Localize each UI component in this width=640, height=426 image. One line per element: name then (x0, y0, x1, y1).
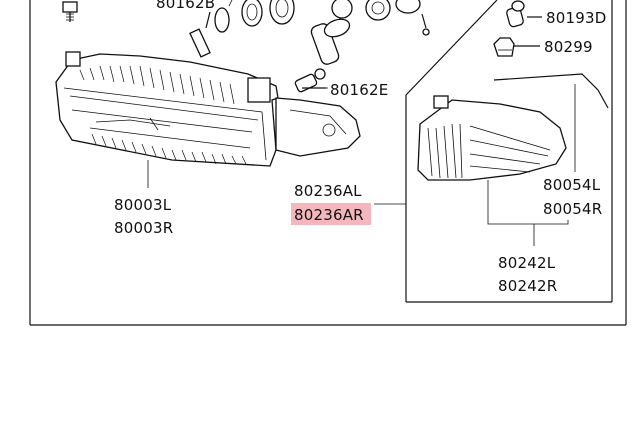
headlamp-bulb-icon (310, 0, 353, 65)
label-80299: 80299 (544, 38, 593, 56)
label-80242l: 80242L (498, 254, 556, 272)
socket-ring-icon (241, 0, 295, 27)
seal-ring-icon (365, 0, 430, 36)
label-80193d: 80193D (546, 9, 606, 27)
selected-part-highlight (291, 203, 371, 225)
outer-frame (29, 0, 627, 326)
bulb-80162e-icon (294, 68, 326, 93)
label-80236al: 80236AL (294, 182, 362, 200)
bulb-80299-icon (493, 37, 540, 57)
label-80003r: 80003R (114, 219, 173, 237)
label-80162e: 80162E (330, 81, 388, 99)
leader-lines (147, 84, 576, 246)
label-80242r: 80242R (498, 277, 557, 295)
label-80054r: 80054R (543, 200, 602, 218)
label-80162b: 80162B (156, 0, 215, 12)
label-80054l: 80054L (543, 176, 601, 194)
headlamp-assembly (55, 51, 361, 167)
label-80236ar: 80236AR (294, 206, 364, 224)
bulb-80193d-icon (506, 0, 542, 28)
label-80003l: 80003L (114, 196, 172, 214)
corner-lamp-inset-frame (405, 0, 613, 303)
screw-icon (62, 1, 78, 22)
bulb-80162b-icon (189, 0, 233, 58)
corner-lamp-assembly (417, 73, 609, 181)
